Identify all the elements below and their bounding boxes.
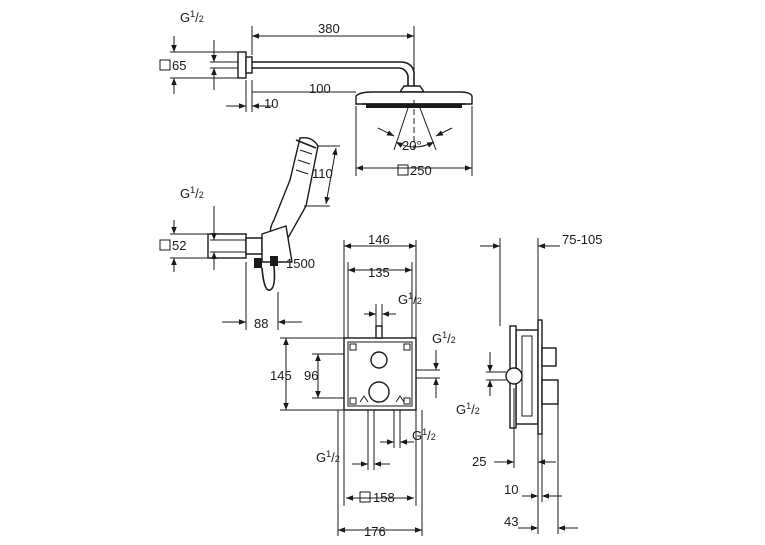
- hose: [261, 265, 276, 291]
- top-outlet-stub: [375, 325, 383, 339]
- thread-label-side: G1/2: [456, 401, 480, 417]
- square-symbol-icon: [359, 491, 371, 503]
- shower-arm: [252, 61, 415, 92]
- dim-10-label: 10: [264, 96, 278, 111]
- square-symbol-icon: [397, 164, 409, 176]
- dim-88-label: 88: [254, 316, 268, 331]
- shower-head-joint: [398, 85, 426, 93]
- hand-shower-view: 110 1500 52 G1/2 88: [159, 136, 340, 331]
- upper-valve-circle: [370, 351, 388, 369]
- dim-250-label: 250: [410, 163, 432, 178]
- dim-10-side-label: 10: [504, 482, 518, 497]
- dim-145-label: 145: [270, 368, 292, 383]
- concealed-box-front-view: 146 135 G1/2 145 96 G1/2: [270, 232, 456, 539]
- svg-text:G1/2: G1/2: [316, 449, 340, 465]
- svg-text:G1/2: G1/2: [398, 291, 422, 307]
- spray-angle-label: 20°: [402, 138, 422, 153]
- side-inlet-circle: [505, 367, 523, 385]
- dim-146-label: 146: [368, 232, 390, 247]
- lower-cartridge: [541, 379, 559, 405]
- shower-arm-inner: [252, 67, 409, 92]
- svg-text:G1/2: G1/2: [180, 185, 204, 201]
- dim-52-label: 52: [172, 238, 186, 253]
- concealed-box-side-view: 75-105 G1/2 25 10 43: [456, 232, 602, 534]
- thread-label-box-right: G1/2: [432, 330, 456, 346]
- svg-text:G1/2: G1/2: [180, 9, 204, 25]
- dim-96-label: 96: [304, 368, 318, 383]
- shower-arm-flange: [237, 51, 247, 79]
- dim-110-label: 110: [312, 166, 333, 181]
- dim-135-label: 135: [368, 265, 390, 280]
- wall-line: [537, 319, 543, 435]
- dim-75-105-label: 75-105: [562, 232, 602, 247]
- thread-label-head: G1/2: [180, 9, 204, 25]
- thread-label-box-top: G1/2: [398, 291, 422, 307]
- dim-65-label: 65: [172, 58, 186, 73]
- dim-1500-label: 1500: [286, 256, 315, 271]
- dim-158-label: 158: [373, 490, 395, 505]
- wall-holder: [261, 225, 293, 263]
- thread-label-box-bottom-left: G1/2: [316, 449, 340, 465]
- dim-25-label: 25: [472, 454, 486, 469]
- svg-text:G1/2: G1/2: [432, 330, 456, 346]
- thread-label-box-bottom-right: G1/2: [412, 427, 436, 443]
- spray-line-right: [419, 107, 437, 151]
- svg-text:G1/2: G1/2: [412, 427, 436, 443]
- spray-angle-arc: [395, 141, 435, 148]
- lower-valve-circle: [368, 381, 390, 403]
- dim-380-label: 380: [318, 21, 340, 36]
- svg-text:G1/2: G1/2: [456, 401, 480, 417]
- dim-43-label: 43: [504, 514, 518, 529]
- upper-cartridge: [541, 347, 557, 367]
- square-symbol-icon: [159, 239, 171, 251]
- dim-176-label: 176: [364, 524, 386, 539]
- shower-arm-wall-plate: [245, 56, 253, 74]
- thread-label-outlet: G1/2: [180, 185, 204, 201]
- dim-100-label: 100: [309, 81, 331, 96]
- square-symbol-icon: [159, 59, 171, 71]
- shower-head-view: 380 100 10 65 G1/2 250 20°: [159, 9, 473, 178]
- shower-head-plate: [355, 91, 473, 105]
